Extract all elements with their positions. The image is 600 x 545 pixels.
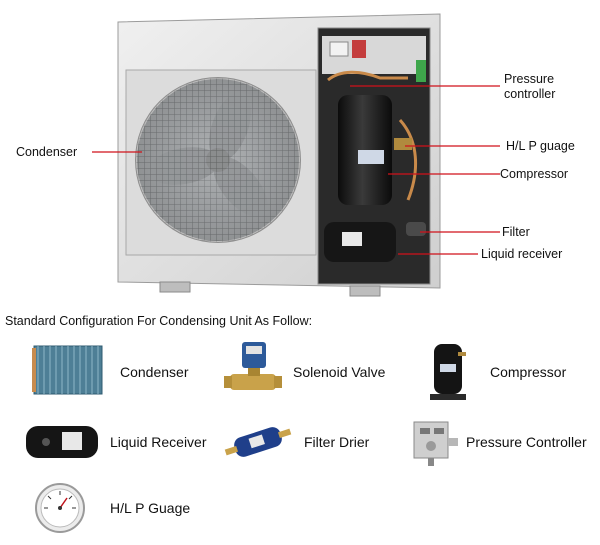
component-label-solenoid-valve: Solenoid Valve [293,364,386,380]
solenoid-valve-icon [224,342,282,390]
callout-compressor: Compressor [500,167,569,181]
configuration-title: Standard Configuration For Condensing Un… [5,314,313,328]
callout-pressure-controller: Pressure controller [504,72,555,102]
component-label-hl-p-gauge: H/L P Guage [110,500,191,516]
callout-pressure-controller-line1: Pressure [504,72,555,86]
filter-drier-icon [224,427,292,457]
condenser-coil-icon [32,345,103,395]
callout-filter: Filter [502,225,530,239]
component-label-filter-drier: Filter Drier [304,434,370,450]
component-label-pressure-controller: Pressure Controller [466,434,587,450]
compressor-icon [430,344,466,400]
leader-lines [92,85,500,255]
callout-liquid-receiver: Liquid receiver [481,247,563,261]
component-label-compressor: Compressor [490,364,567,380]
pressure-controller-icon [413,421,458,466]
component-label-condenser: Condenser [120,364,189,380]
callout-pressure-controller-line2: controller [504,87,556,101]
pressure-gauge-icon [35,483,85,533]
callout-hl-p-gauge: H/L P guage [506,139,575,153]
liquid-receiver-icon [26,426,98,458]
callout-condenser: Condenser [16,145,78,159]
condensing-unit-illustration [92,13,500,297]
component-label-liquid-receiver: Liquid Receiver [110,434,207,450]
